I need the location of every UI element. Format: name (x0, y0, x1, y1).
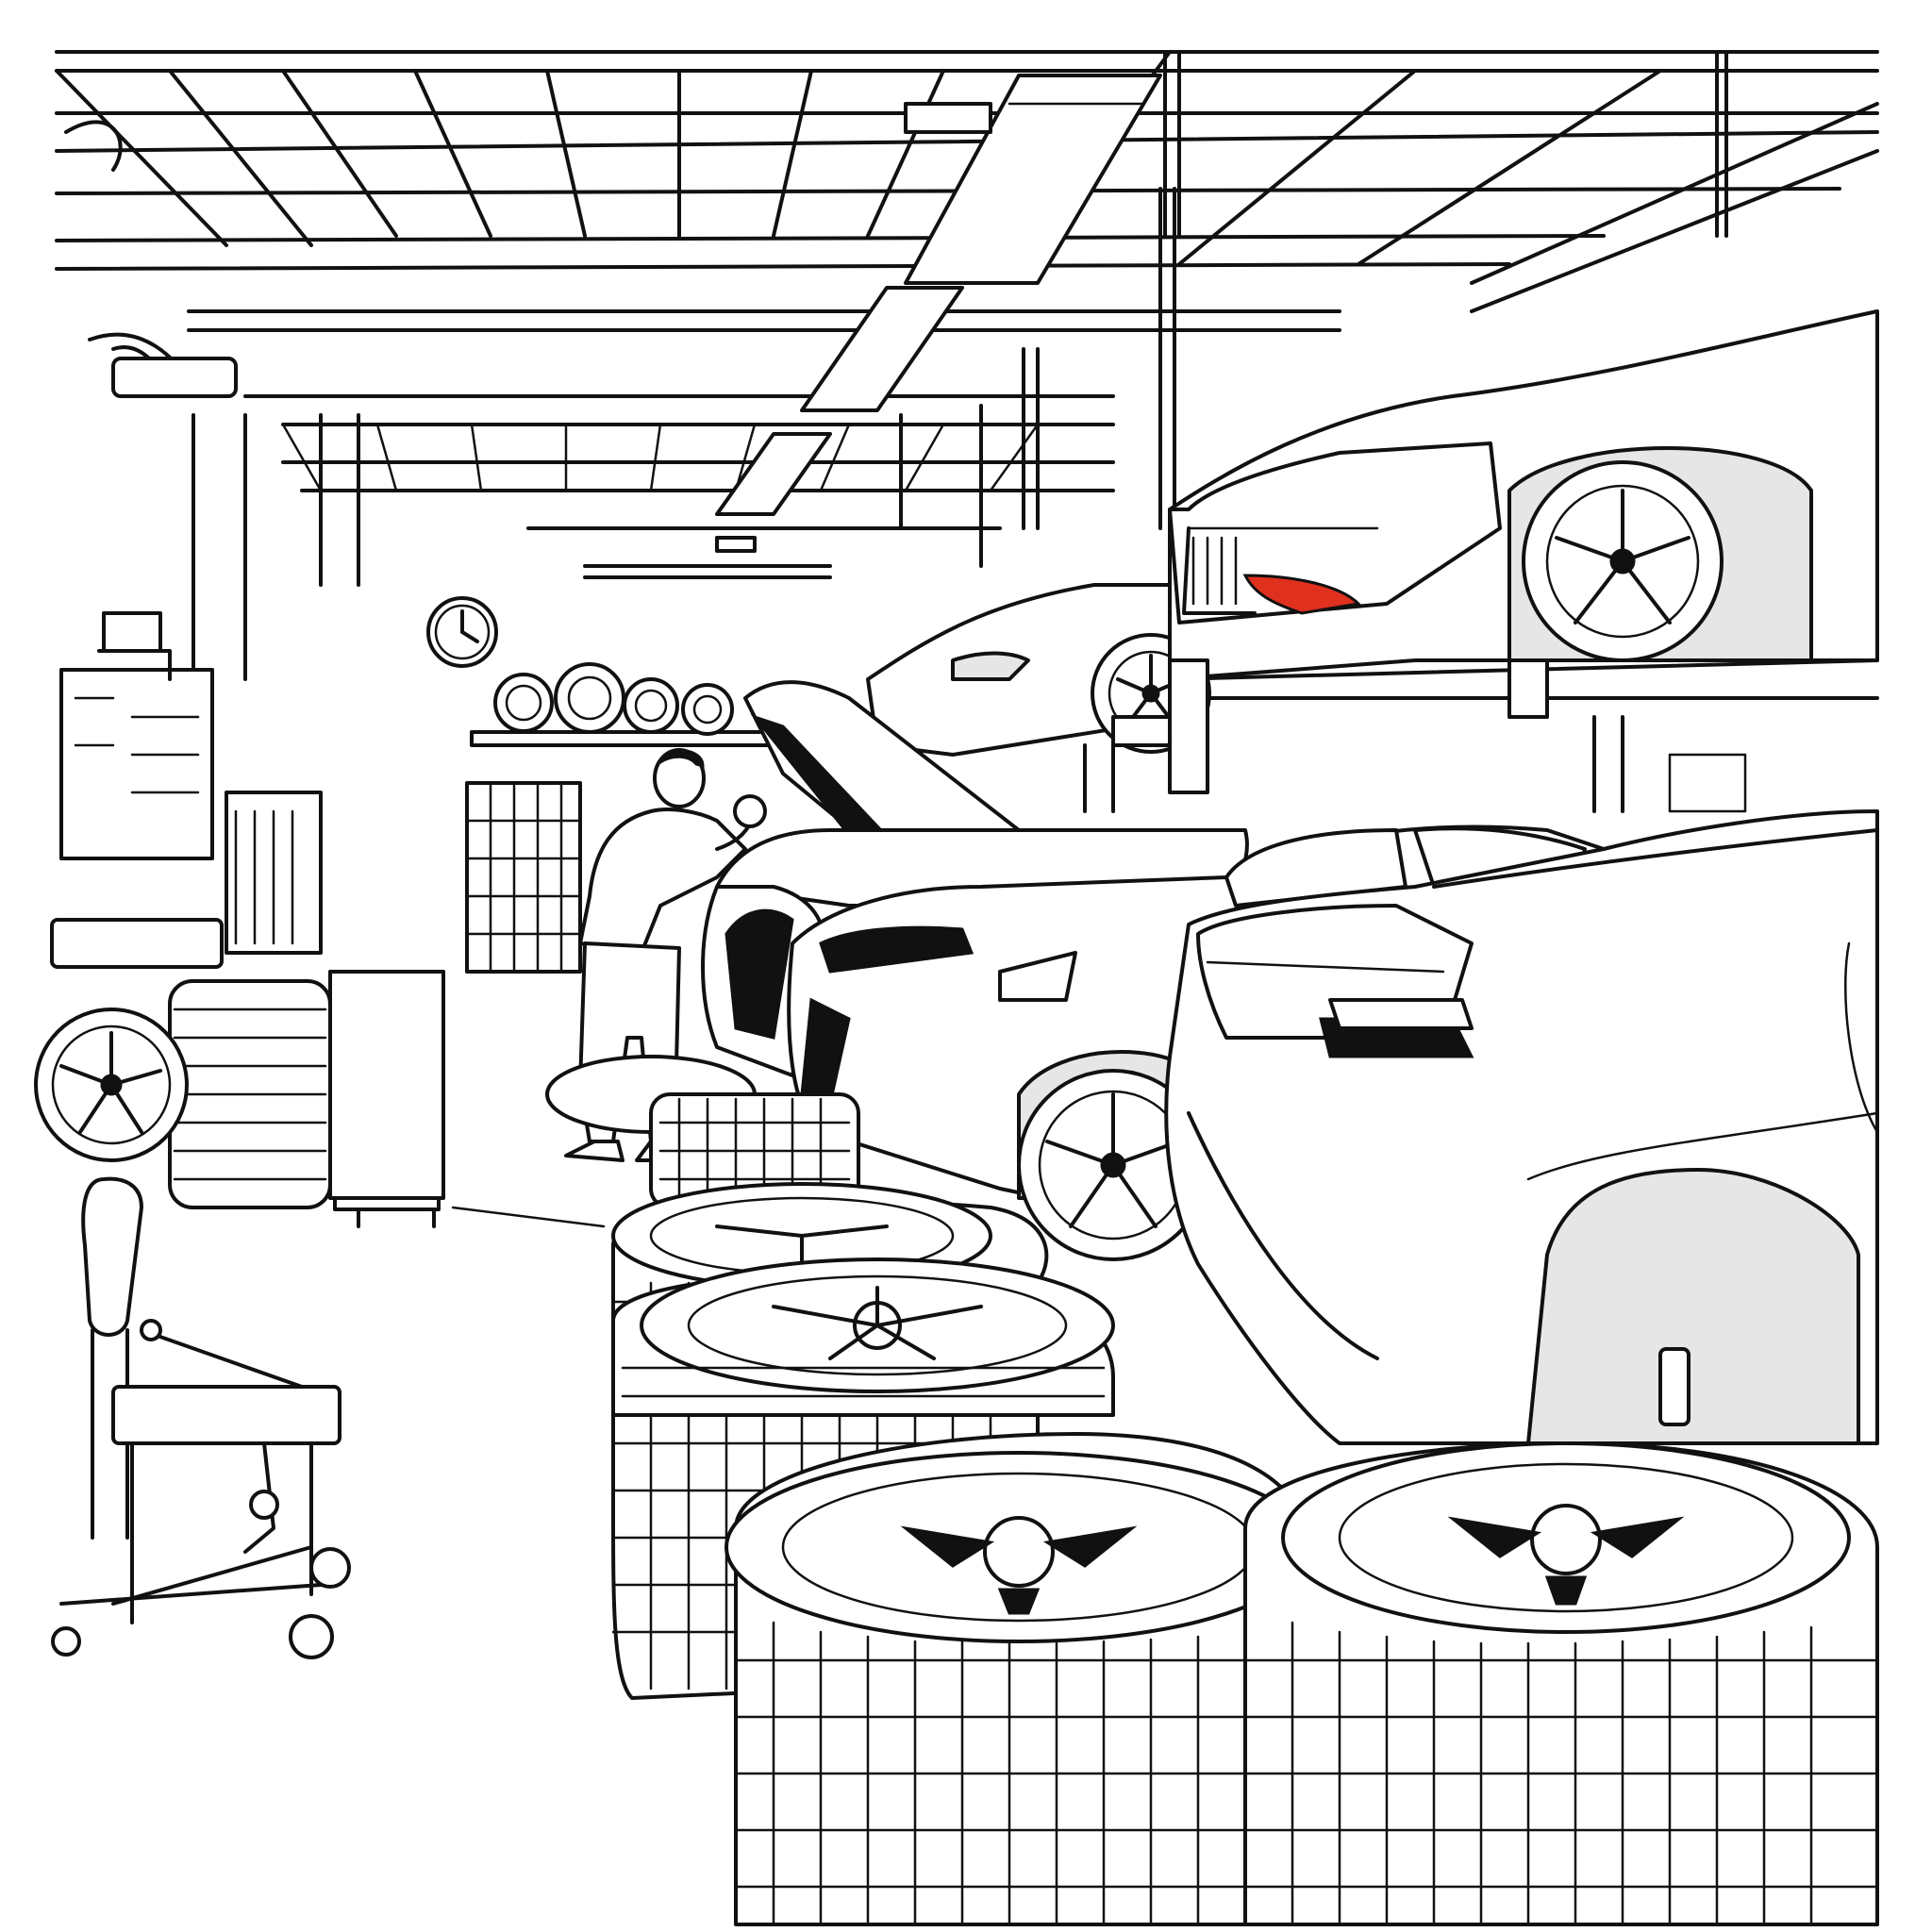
left-equipment (52, 613, 443, 1226)
wall-clock-icon (428, 598, 496, 666)
parts-shelf (467, 783, 580, 972)
tire-stack-left (36, 981, 330, 1208)
car-front-right (1166, 811, 1877, 1443)
wheel-display-shelf (472, 664, 849, 745)
fluorescent-lights (717, 75, 1160, 551)
floor (453, 1208, 604, 1226)
lift-posts (1085, 717, 1745, 811)
tire-stack-front-right (1245, 1443, 1877, 1924)
tire-stack-front-left (726, 1434, 1311, 1924)
tool-cart (53, 1179, 349, 1657)
lifted-car-left (868, 585, 1209, 755)
lifted-car-right (1170, 311, 1877, 792)
